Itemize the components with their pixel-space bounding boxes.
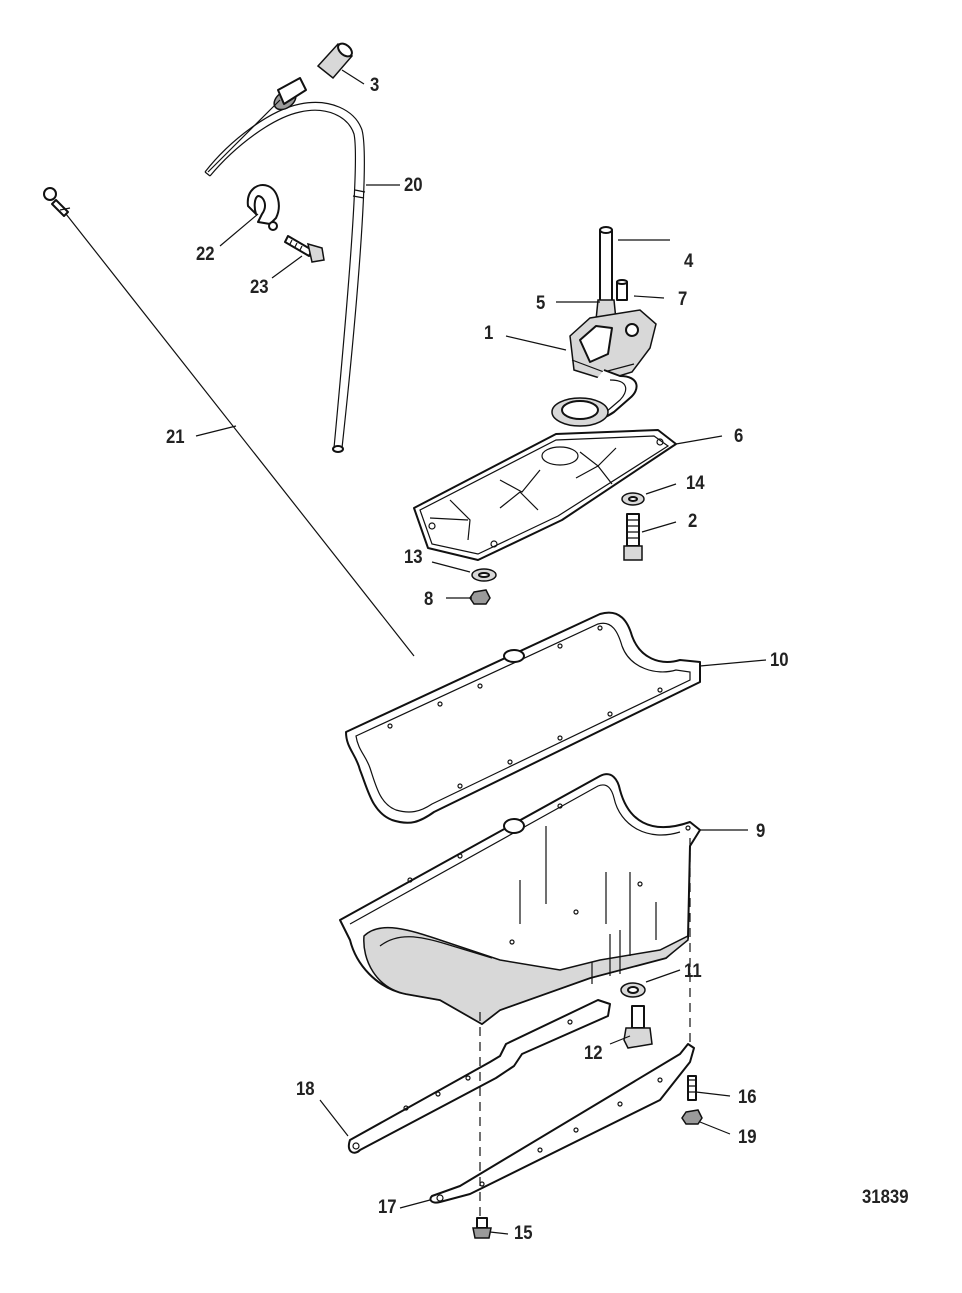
callout-3: 3 xyxy=(370,75,380,96)
callout-4: 4 xyxy=(684,251,694,272)
callout-2: 2 xyxy=(688,511,698,532)
part-7-dowel xyxy=(616,279,628,301)
part-11-washer xyxy=(620,982,646,998)
part-19-nut xyxy=(681,1109,703,1125)
part-13-washer xyxy=(471,568,497,582)
part-8-nut xyxy=(469,589,491,605)
figure-id: 31839 xyxy=(862,1187,909,1208)
callout-8: 8 xyxy=(424,589,434,610)
part-16-stud xyxy=(687,1075,697,1101)
callout-21: 21 xyxy=(166,427,185,448)
callout-9: 9 xyxy=(756,821,766,842)
part-17-seal xyxy=(429,1043,695,1204)
part-14-washer xyxy=(621,492,645,506)
part-21-dipstick xyxy=(43,187,415,657)
callout-20: 20 xyxy=(404,175,423,196)
part-6-windage-tray xyxy=(413,429,677,561)
part-20-dipstick-tube xyxy=(204,77,366,453)
callout-17: 17 xyxy=(378,1197,397,1218)
callout-11: 11 xyxy=(684,961,702,982)
callout-12: 12 xyxy=(584,1043,603,1064)
part-9-oil-pan xyxy=(339,773,701,1025)
leader-lines xyxy=(195,69,767,1235)
part-2-stud-bolt xyxy=(623,513,643,561)
callout-14: 14 xyxy=(686,473,705,494)
callout-22: 22 xyxy=(196,244,215,265)
part-23-bolt xyxy=(284,235,325,263)
part-3-cap xyxy=(316,42,354,80)
part-4-pickup-tube xyxy=(595,226,617,321)
callout-19: 19 xyxy=(738,1127,757,1148)
callout-1: 1 xyxy=(484,323,494,344)
part-1-oil-pump xyxy=(551,309,657,427)
callout-16: 16 xyxy=(738,1087,757,1108)
callout-6: 6 xyxy=(734,426,744,447)
callout-18: 18 xyxy=(296,1079,315,1100)
part-12-drain-plug xyxy=(623,1005,653,1049)
part-22-clamp xyxy=(246,184,280,231)
callout-13: 13 xyxy=(404,547,423,568)
part-10-pan-gasket xyxy=(345,611,701,824)
part-15-bolt xyxy=(472,1217,492,1239)
callout-23: 23 xyxy=(250,277,269,298)
callout-5: 5 xyxy=(536,293,546,314)
callout-15: 15 xyxy=(514,1223,533,1244)
callout-10: 10 xyxy=(770,650,789,671)
callout-7: 7 xyxy=(678,289,688,310)
